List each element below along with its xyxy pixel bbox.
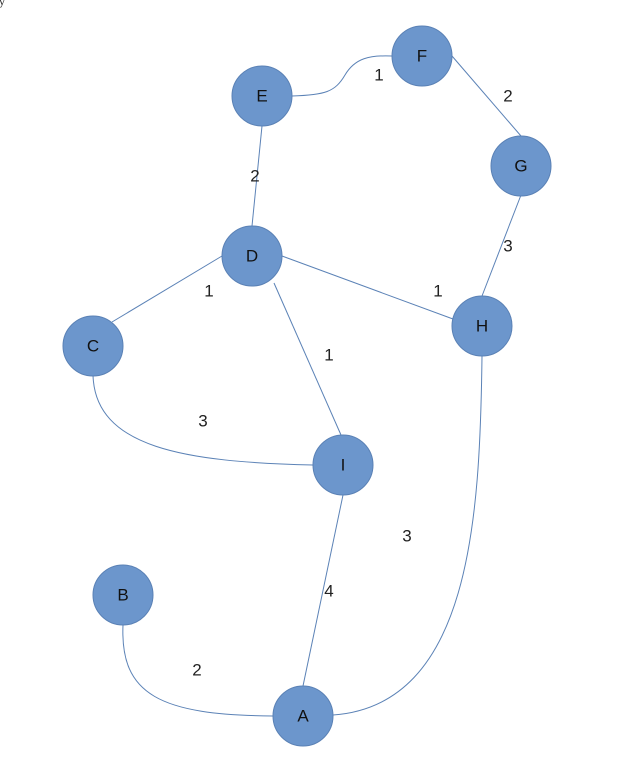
node-f[interactable]: F <box>391 25 453 87</box>
edge-d-c <box>111 255 223 323</box>
edge-d-i <box>273 282 342 436</box>
weight-h-a: 3 <box>402 527 411 546</box>
node-d-circle <box>221 225 283 287</box>
nodes-layer: E F G D H C I B <box>62 25 552 747</box>
weight-e-f: 1 <box>374 66 383 85</box>
node-b-label: B <box>117 586 128 605</box>
node-c-circle <box>62 315 124 377</box>
edge-f-g <box>451 55 522 137</box>
node-a-circle <box>272 685 334 747</box>
node-h-label: H <box>476 317 488 336</box>
node-e-label: E <box>256 87 267 106</box>
weight-b-a: 2 <box>192 661 201 680</box>
weight-c-i: 3 <box>198 412 207 431</box>
node-c-label: C <box>87 337 99 356</box>
node-h[interactable]: H <box>451 295 513 357</box>
node-b-circle <box>92 564 154 626</box>
edge-c-i <box>92 374 314 466</box>
edge-h-a <box>332 355 483 716</box>
weight-d-i: 1 <box>324 346 333 365</box>
weight-e-d: 2 <box>250 167 259 186</box>
node-f-label: F <box>417 47 427 66</box>
node-g-label: G <box>514 157 527 176</box>
weight-f-g: 2 <box>503 87 512 106</box>
edge-d-h <box>281 255 454 320</box>
weight-g-h: 3 <box>503 237 512 256</box>
edge-i-a <box>302 494 344 687</box>
node-d[interactable]: D <box>221 225 283 287</box>
node-g-circle <box>490 135 552 197</box>
weight-d-h: 1 <box>433 282 442 301</box>
node-a-label: A <box>297 707 309 726</box>
node-c[interactable]: C <box>62 315 124 377</box>
node-g[interactable]: G <box>490 135 552 197</box>
edges-layer <box>92 55 522 717</box>
node-i[interactable]: I <box>312 434 374 496</box>
corner-mark: y <box>0 0 6 8</box>
node-i-label: I <box>341 456 346 475</box>
node-b[interactable]: B <box>92 564 154 626</box>
edge-e-f <box>291 55 393 97</box>
edge-g-h <box>481 194 522 297</box>
node-e-circle <box>231 65 293 127</box>
node-i-circle <box>312 434 374 496</box>
node-d-label: D <box>246 247 258 266</box>
weight-i-a: 4 <box>324 582 333 601</box>
node-a[interactable]: A <box>272 685 334 747</box>
edge-e-d <box>251 125 263 227</box>
node-h-circle <box>451 295 513 357</box>
node-f-circle <box>391 25 453 87</box>
weights-layer: 1 2 2 3 1 1 1 3 3 4 2 <box>192 66 512 680</box>
edge-b-a <box>122 624 274 717</box>
node-e[interactable]: E <box>231 65 293 127</box>
weight-d-c: 1 <box>204 282 213 301</box>
